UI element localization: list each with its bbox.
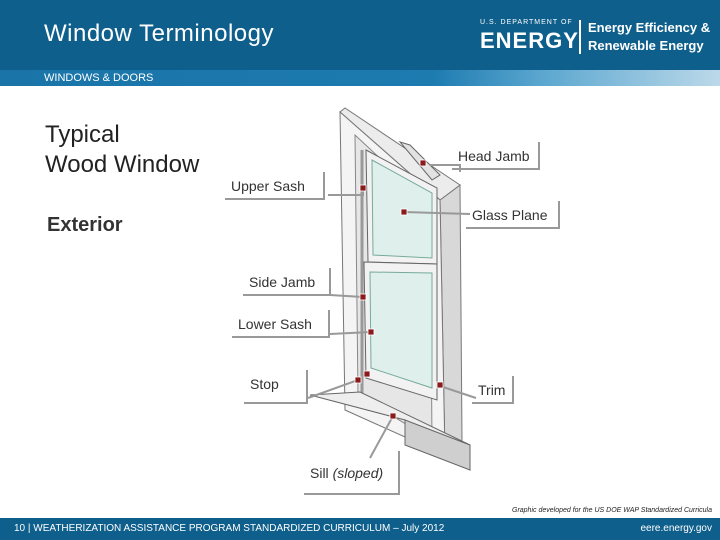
leader-trim	[439, 385, 477, 399]
logo-eere-line1: Energy Efficiency &	[588, 20, 711, 35]
callout-side-jamb-text: Side Jamb	[249, 274, 316, 290]
marker-stop-a	[363, 370, 371, 378]
section-label: WINDOWS & DOORS	[44, 72, 154, 84]
callout-upper-sash-text: Upper Sash	[231, 178, 305, 194]
callout-sill-box	[304, 451, 400, 495]
callout-sill-note: (sloped)	[332, 465, 384, 481]
leader-sill	[369, 415, 394, 459]
callout-markers	[354, 159, 444, 420]
callout-lower-sash: Lower Sash	[232, 310, 330, 338]
footer-bar: 10 | WEATHERIZATION ASSISTANCE PROGRAM S…	[0, 518, 720, 540]
callout-stop-box	[244, 370, 308, 404]
callout-side-jamb-box	[243, 268, 331, 296]
callout-stop: Stop	[244, 370, 308, 404]
marker-glass-plane	[400, 208, 408, 216]
marker-sill	[389, 412, 397, 420]
callout-sill-text: Sill	[310, 465, 333, 481]
logo-eere-line2: Renewable Energy	[588, 38, 704, 53]
callout-trim: Trim	[472, 376, 514, 404]
callout-sill: Sill (sloped)	[304, 451, 400, 495]
marker-stop-b	[354, 376, 362, 384]
leader-side-jamb	[329, 294, 364, 298]
heading-line-1: Typical	[45, 121, 120, 148]
slide-heading: Typical Wood Window	[45, 120, 199, 180]
callout-lower-sash-text: Lower Sash	[238, 316, 312, 332]
leader-glass-plane	[403, 211, 471, 215]
callout-stop-text: Stop	[250, 376, 279, 392]
callout-trim-box	[472, 376, 514, 404]
callout-trim-text: Trim	[478, 382, 506, 398]
sill-front	[404, 419, 471, 471]
header-bar: Window Terminology U.S. DEPARTMENT OF EN…	[0, 0, 720, 70]
marker-lower-sash	[367, 328, 375, 336]
callout-glass-plane: Glass Plane	[466, 201, 560, 229]
callout-glass-plane-text: Glass Plane	[472, 207, 548, 223]
footer-left-text: 10 | WEATHERIZATION ASSISTANCE PROGRAM S…	[14, 523, 445, 534]
marker-trim	[436, 381, 444, 389]
footer-url[interactable]: eere.energy.gov	[640, 523, 712, 534]
section-bar: WINDOWS & DOORS	[0, 70, 720, 86]
callout-upper-sash-box	[225, 172, 325, 200]
marker-side-jamb	[359, 293, 367, 301]
callout-head-jamb-text: Head Jamb	[458, 148, 530, 164]
page-title: Window Terminology	[44, 20, 274, 47]
logo-department-text: U.S. DEPARTMENT OF	[480, 19, 573, 26]
callout-lower-sash-box	[232, 310, 330, 338]
callout-head-jamb-box	[452, 142, 540, 170]
leader-lower-sash	[329, 331, 372, 335]
exterior-label: Exterior	[47, 214, 123, 236]
callout-glass-plane-box	[466, 201, 560, 229]
logo-energy-text: ENERGY	[480, 28, 579, 53]
logo-divider	[579, 20, 581, 54]
callout-upper-sash: Upper Sash	[225, 172, 325, 200]
heading-line-2: Wood Window	[45, 151, 200, 178]
callout-side-jamb: Side Jamb	[243, 268, 331, 296]
graphic-credit: Graphic developed for the US DOE WAP Sta…	[512, 507, 712, 514]
marker-head-jamb	[419, 159, 427, 167]
marker-upper-sash	[359, 184, 367, 192]
lower-glass	[369, 271, 433, 389]
callout-head-jamb: Head Jamb	[452, 142, 540, 170]
